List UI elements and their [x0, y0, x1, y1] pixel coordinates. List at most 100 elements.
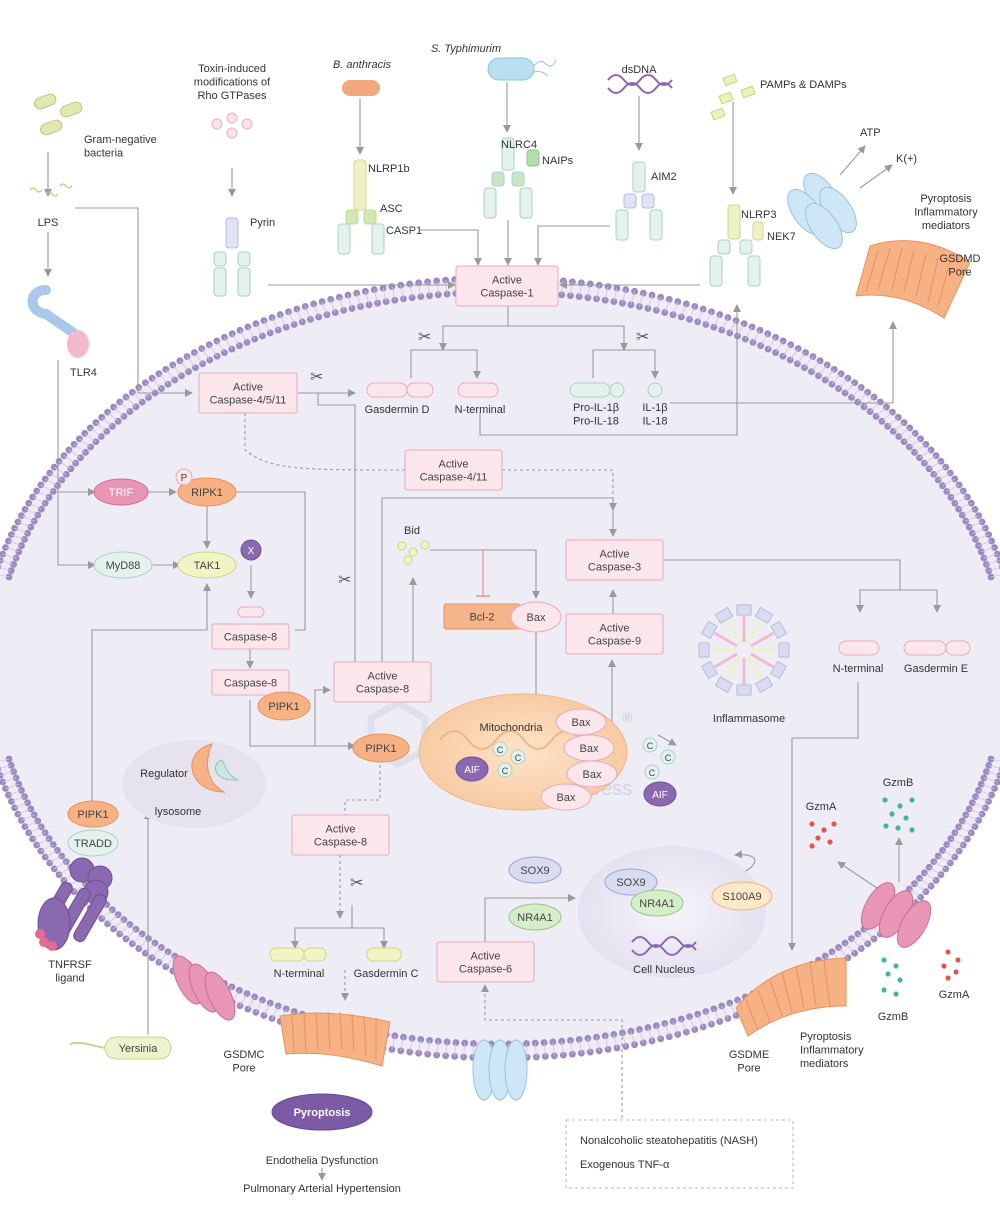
- line-nlrp1b-casp1: [420, 230, 478, 265]
- cytochrome-c-1-label: C: [515, 753, 522, 763]
- cytochrome-c-5-label: C: [649, 768, 656, 778]
- tnf-label: Exogenous TNF-α: [580, 1159, 670, 1171]
- pyrin-complex-icon: [214, 218, 250, 296]
- nek7-label: NEK7: [767, 231, 796, 243]
- anthracis-label: B. anthracis: [333, 59, 392, 71]
- typhimurium-icon: [488, 58, 556, 80]
- sox9-node-label: SOX9: [520, 865, 549, 877]
- nlrp1b-label: NLRP1b: [368, 163, 410, 175]
- gasdermin-d-icon: [367, 383, 407, 397]
- gzmb-label-bottom: GzmB: [878, 1011, 909, 1023]
- aim2-label: AIM2: [651, 171, 677, 183]
- toxin-icon: [212, 113, 252, 138]
- nr4a1-nucleus-node-label: NR4A1: [639, 898, 674, 910]
- lps-label: LPS: [38, 217, 59, 229]
- casp1-label: CASP1: [386, 225, 422, 237]
- gasdermin-d-icon-2: [407, 383, 433, 397]
- bottom-channel-icon: [473, 1040, 527, 1100]
- nlrc4-label: NLRC4: [501, 139, 537, 151]
- scissors-icon: ✂: [338, 572, 351, 589]
- scissors-icon: ✂: [636, 329, 649, 346]
- aif-node-2-label: AIF: [652, 790, 668, 801]
- nlrp3-label: NLRP3: [741, 209, 776, 221]
- lps-icon: [30, 184, 72, 196]
- dsdna-icon: [608, 75, 672, 93]
- mitochondria-label: Mitochondria: [480, 722, 544, 734]
- scissors-icon: ✂: [350, 875, 363, 892]
- pyrin-label: Pyrin: [250, 217, 275, 229]
- lysosome-label: lysosome: [155, 806, 201, 818]
- yersinia-flagellum: [70, 1043, 108, 1048]
- myd88-node-label: MyD88: [106, 560, 141, 572]
- gasdermin-e-label: Gasdermin E: [904, 663, 968, 675]
- scissors-icon: ✂: [418, 329, 431, 346]
- nash-label: Nonalcoholic steatohepatitis (NASH): [580, 1135, 758, 1147]
- gasdermin-e-icon-2: [946, 641, 970, 655]
- line-aim2-casp1: [538, 226, 610, 265]
- ripk1-node-label: RIPK1: [191, 487, 223, 499]
- x-node-label: X: [248, 546, 255, 557]
- trif-node-label: TRIF: [109, 487, 134, 499]
- gasdermin-e-icon: [904, 641, 946, 655]
- s100a9-node-label: S100A9: [722, 891, 761, 903]
- gasdermin-c-label: Gasdermin C: [354, 968, 419, 980]
- n-terminal-d-icon: [458, 383, 498, 397]
- pro-il-icon: [570, 383, 610, 397]
- anthracis-icon: [342, 80, 380, 96]
- bcl-2-box-label: Bcl-2: [469, 612, 494, 624]
- n-terminal-c-label: N-terminal: [274, 968, 325, 980]
- conditions-box: [566, 1120, 793, 1188]
- gsdmc-pore-icon: [280, 1012, 390, 1066]
- phospho-node-label: P: [181, 473, 188, 484]
- n-terminal-e-icon: [839, 641, 879, 655]
- line-k: [860, 165, 892, 188]
- n-terminal-d-label: N-terminal: [455, 404, 506, 416]
- yersinia-node-label: Yersinia: [119, 1043, 159, 1055]
- line-atp: [840, 146, 865, 175]
- cytochrome-c-3-label: C: [647, 741, 654, 751]
- tradd-node-label: TRADD: [74, 838, 112, 850]
- bax-node-label: Bax: [527, 612, 546, 624]
- n-terminal-e-label: N-terminal: [833, 663, 884, 675]
- pipk1-node-b-label: PIPK1: [365, 743, 396, 755]
- gzmb-label-top: GzmB: [883, 777, 914, 789]
- gasdermin-d-label: Gasdermin D: [365, 404, 430, 416]
- tnfrsf-receptor-icon: [35, 858, 112, 951]
- gasdermin-c-icon: [367, 948, 401, 961]
- n-terminal-c-icon-2: [304, 948, 326, 961]
- typhimurium-label: S. Typhimurim: [431, 43, 501, 55]
- aif-node-label: AIF: [464, 765, 480, 776]
- pyroptosis-label: Pyroptosis: [294, 1107, 351, 1119]
- bax-node-4-label: Bax: [583, 769, 602, 781]
- caspase-8-fragment-icon: [238, 607, 264, 617]
- k-label: K(+): [896, 153, 917, 165]
- caspase-8-box-2-label: Caspase-8: [224, 678, 277, 690]
- asc-label: ASC: [380, 203, 403, 215]
- atp-label: ATP: [860, 127, 881, 139]
- il-icon: [648, 383, 662, 397]
- cytochrome-c-2-label: C: [502, 766, 509, 776]
- inflammasome-label: Inflammasome: [713, 713, 785, 725]
- pipk1-node-c-label: PIPK1: [77, 809, 108, 821]
- tak1-node-label: TAK1: [194, 560, 221, 572]
- gzma-label-top: GzmA: [806, 801, 837, 813]
- scissors-icon: ✂: [310, 369, 323, 386]
- bid-label: Bid: [404, 525, 420, 537]
- cytochrome-c-0-label: C: [497, 745, 504, 755]
- nucleus-label: Cell Nucleus: [633, 964, 695, 976]
- registered-mark: ®: [622, 709, 633, 725]
- bax-node-3-label: Bax: [580, 743, 599, 755]
- sox9-nucleus-node-label: SOX9: [616, 877, 645, 889]
- bax-node-5-label: Bax: [557, 792, 576, 804]
